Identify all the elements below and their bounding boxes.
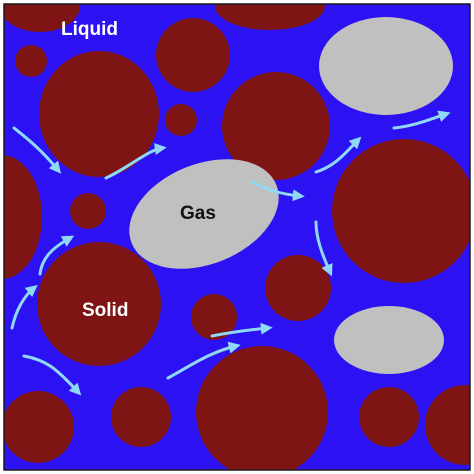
flow-arrow (166, 341, 241, 380)
flow-arrow (250, 180, 305, 202)
flow-arrow (210, 322, 273, 338)
solid-particle (425, 385, 470, 465)
solid-particle (15, 45, 47, 77)
solid-particle (4, 4, 80, 32)
solid-particle (111, 387, 171, 447)
flow-arrow (10, 284, 38, 330)
solid-particle (4, 391, 74, 463)
flow-arrow (104, 143, 167, 180)
label-liquid: Liquid (61, 19, 118, 40)
flow-arrow (12, 126, 62, 174)
flow-arrows (10, 110, 451, 396)
solid-particle (265, 255, 331, 321)
solid-particle (4, 155, 42, 279)
solid-particle (332, 139, 470, 283)
gas-bubbles (129, 17, 453, 374)
flow-arrow (22, 354, 82, 396)
gas-bubble (129, 159, 279, 269)
gas-bubble (319, 17, 453, 115)
solid-particle (165, 104, 197, 136)
gas-bubble (334, 306, 444, 374)
label-solid: Solid (82, 300, 128, 321)
flow-arrow (38, 235, 75, 276)
solid-particle (156, 18, 230, 92)
solid-particle (359, 387, 419, 447)
solid-particle (70, 193, 106, 229)
solid-particle (37, 242, 161, 366)
solid-particle (39, 51, 159, 177)
flow-arrow (314, 136, 362, 174)
solid-particle (222, 72, 330, 180)
diagram-frame (3, 3, 471, 471)
flow-arrow (314, 220, 333, 277)
solid-particle (191, 294, 237, 340)
label-gas: Gas (180, 203, 216, 224)
solid-particle (196, 346, 328, 470)
solid-particle (215, 4, 325, 30)
flow-arrow (392, 110, 451, 130)
